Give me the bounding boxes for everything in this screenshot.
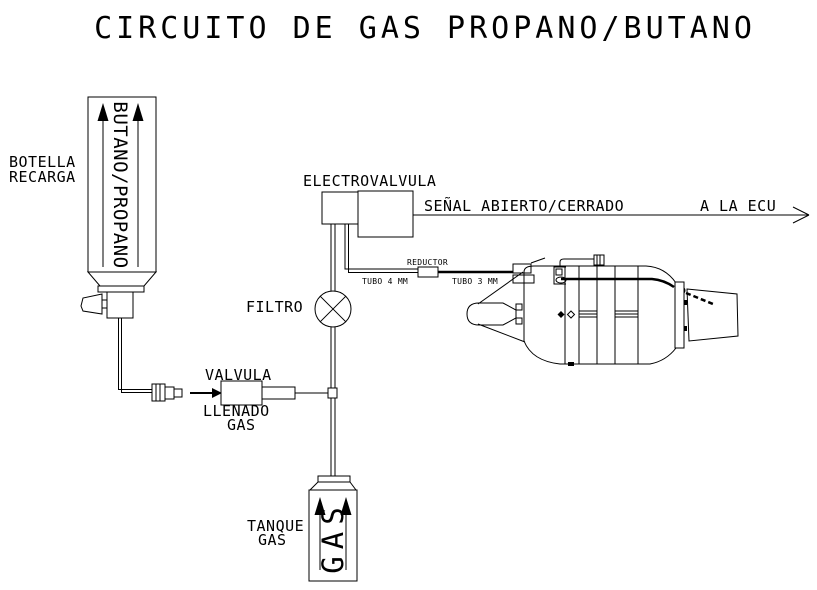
fill-arrow-head bbox=[212, 388, 222, 398]
fill-valve bbox=[220, 380, 328, 406]
inlet-bracket bbox=[553, 266, 566, 285]
tank-label-line1: TANQUE bbox=[247, 517, 304, 535]
up-arrow-icon bbox=[314, 497, 326, 515]
flange-tick bbox=[684, 326, 687, 331]
spinner-mount bbox=[515, 303, 523, 311]
engine-band bbox=[579, 310, 638, 318]
tank-body bbox=[308, 489, 358, 582]
signal-line bbox=[413, 206, 810, 224]
exhaust-nozzle bbox=[686, 288, 739, 342]
engine-mount bbox=[568, 362, 574, 366]
ecu-label: A LA ECU bbox=[700, 197, 776, 215]
filter-symbol bbox=[314, 290, 352, 476]
diagram-title: CIRCUITO DE GAS PROPANO/BUTANO bbox=[94, 11, 756, 46]
tube-4mm-label: TUBO 4 MM bbox=[362, 277, 408, 286]
ecu-arrow-icon bbox=[792, 214, 810, 224]
intake-spinner bbox=[466, 302, 517, 326]
fill-fitting bbox=[151, 383, 183, 402]
engine-marker bbox=[566, 310, 576, 319]
pipe-to-reducer bbox=[344, 224, 418, 270]
bottle-body bbox=[87, 96, 157, 273]
engine-top-tube bbox=[559, 258, 594, 267]
reducer-body bbox=[417, 266, 439, 278]
bottle-valve-block bbox=[106, 291, 134, 319]
tank-cap-side bbox=[309, 481, 319, 491]
inlet-bracket-port bbox=[555, 268, 563, 276]
electrovalve-coil-box bbox=[321, 191, 359, 225]
bottle-label-line1: BOTELLA bbox=[9, 153, 76, 171]
engine-body bbox=[523, 265, 677, 365]
gas-tank: GAS bbox=[308, 475, 358, 582]
intake-lip bbox=[477, 271, 524, 305]
filter-cross bbox=[319, 295, 347, 323]
pipe-to-reducer bbox=[348, 224, 418, 273]
fill-direction-arrow-icon bbox=[190, 388, 222, 398]
flange-tick bbox=[684, 300, 687, 305]
bottle-neck bbox=[86, 271, 158, 287]
rear-flange bbox=[674, 281, 685, 349]
electrovalve-body-box bbox=[357, 190, 414, 238]
turbine-engine bbox=[466, 254, 739, 366]
bottle-flange bbox=[97, 285, 145, 293]
bottle-content-label: BUTANO/PROPANO bbox=[109, 101, 131, 268]
fill-valve-label-line2: LLENADO bbox=[203, 402, 270, 420]
engine-marker bbox=[557, 311, 565, 318]
spinner-mount bbox=[515, 317, 523, 325]
reducer-label: REDUCTOR bbox=[407, 258, 448, 267]
signal-label: SEÑAL ABIERTO/CERRADO bbox=[424, 196, 624, 215]
tank-label-line2: GAS bbox=[258, 531, 287, 549]
bottle-nozzle bbox=[80, 293, 103, 315]
tank-cap-side bbox=[349, 481, 357, 491]
tank-content-label: GAS bbox=[316, 500, 350, 573]
bottle-pipe bbox=[121, 318, 152, 393]
electrovalve bbox=[321, 190, 418, 291]
ecu-arrow-icon bbox=[792, 206, 810, 216]
bottle-label-line2: RECARGA bbox=[9, 168, 76, 186]
fill-valve-label-line3: GAS bbox=[227, 416, 256, 434]
electrovalve-label: ELECTROVALVULA bbox=[303, 172, 436, 190]
reducer bbox=[417, 266, 513, 278]
tee-connector bbox=[327, 387, 338, 399]
bottle-nozzle-joint bbox=[101, 299, 108, 309]
intake-lip bbox=[477, 323, 526, 343]
tube-3mm-label: TUBO 3 MM bbox=[452, 277, 498, 286]
tank-cap-lip bbox=[317, 475, 351, 483]
top-tube-connector bbox=[593, 254, 605, 266]
fill-valve-label-line1: VALVULA bbox=[205, 366, 272, 384]
inlet-fitting-tick bbox=[530, 257, 546, 264]
fitting-knurl bbox=[151, 383, 166, 402]
fill-valve-stem bbox=[261, 386, 296, 400]
inlet-fitting bbox=[512, 263, 532, 274]
up-arrow-icon bbox=[340, 497, 352, 515]
bottle-pipe bbox=[118, 318, 152, 390]
fitting-step bbox=[164, 386, 175, 400]
fitting-tip bbox=[173, 388, 183, 398]
engine-gas-feed-line bbox=[561, 277, 675, 289]
refill-bottle: BUTANO/PROPANO bbox=[80, 96, 158, 393]
filter-circle bbox=[314, 290, 352, 328]
up-arrow-icon bbox=[97, 103, 109, 121]
filter-label: FILTRO bbox=[246, 298, 303, 316]
engine-gas-feed-line bbox=[685, 291, 714, 306]
up-arrow-icon bbox=[132, 103, 144, 121]
